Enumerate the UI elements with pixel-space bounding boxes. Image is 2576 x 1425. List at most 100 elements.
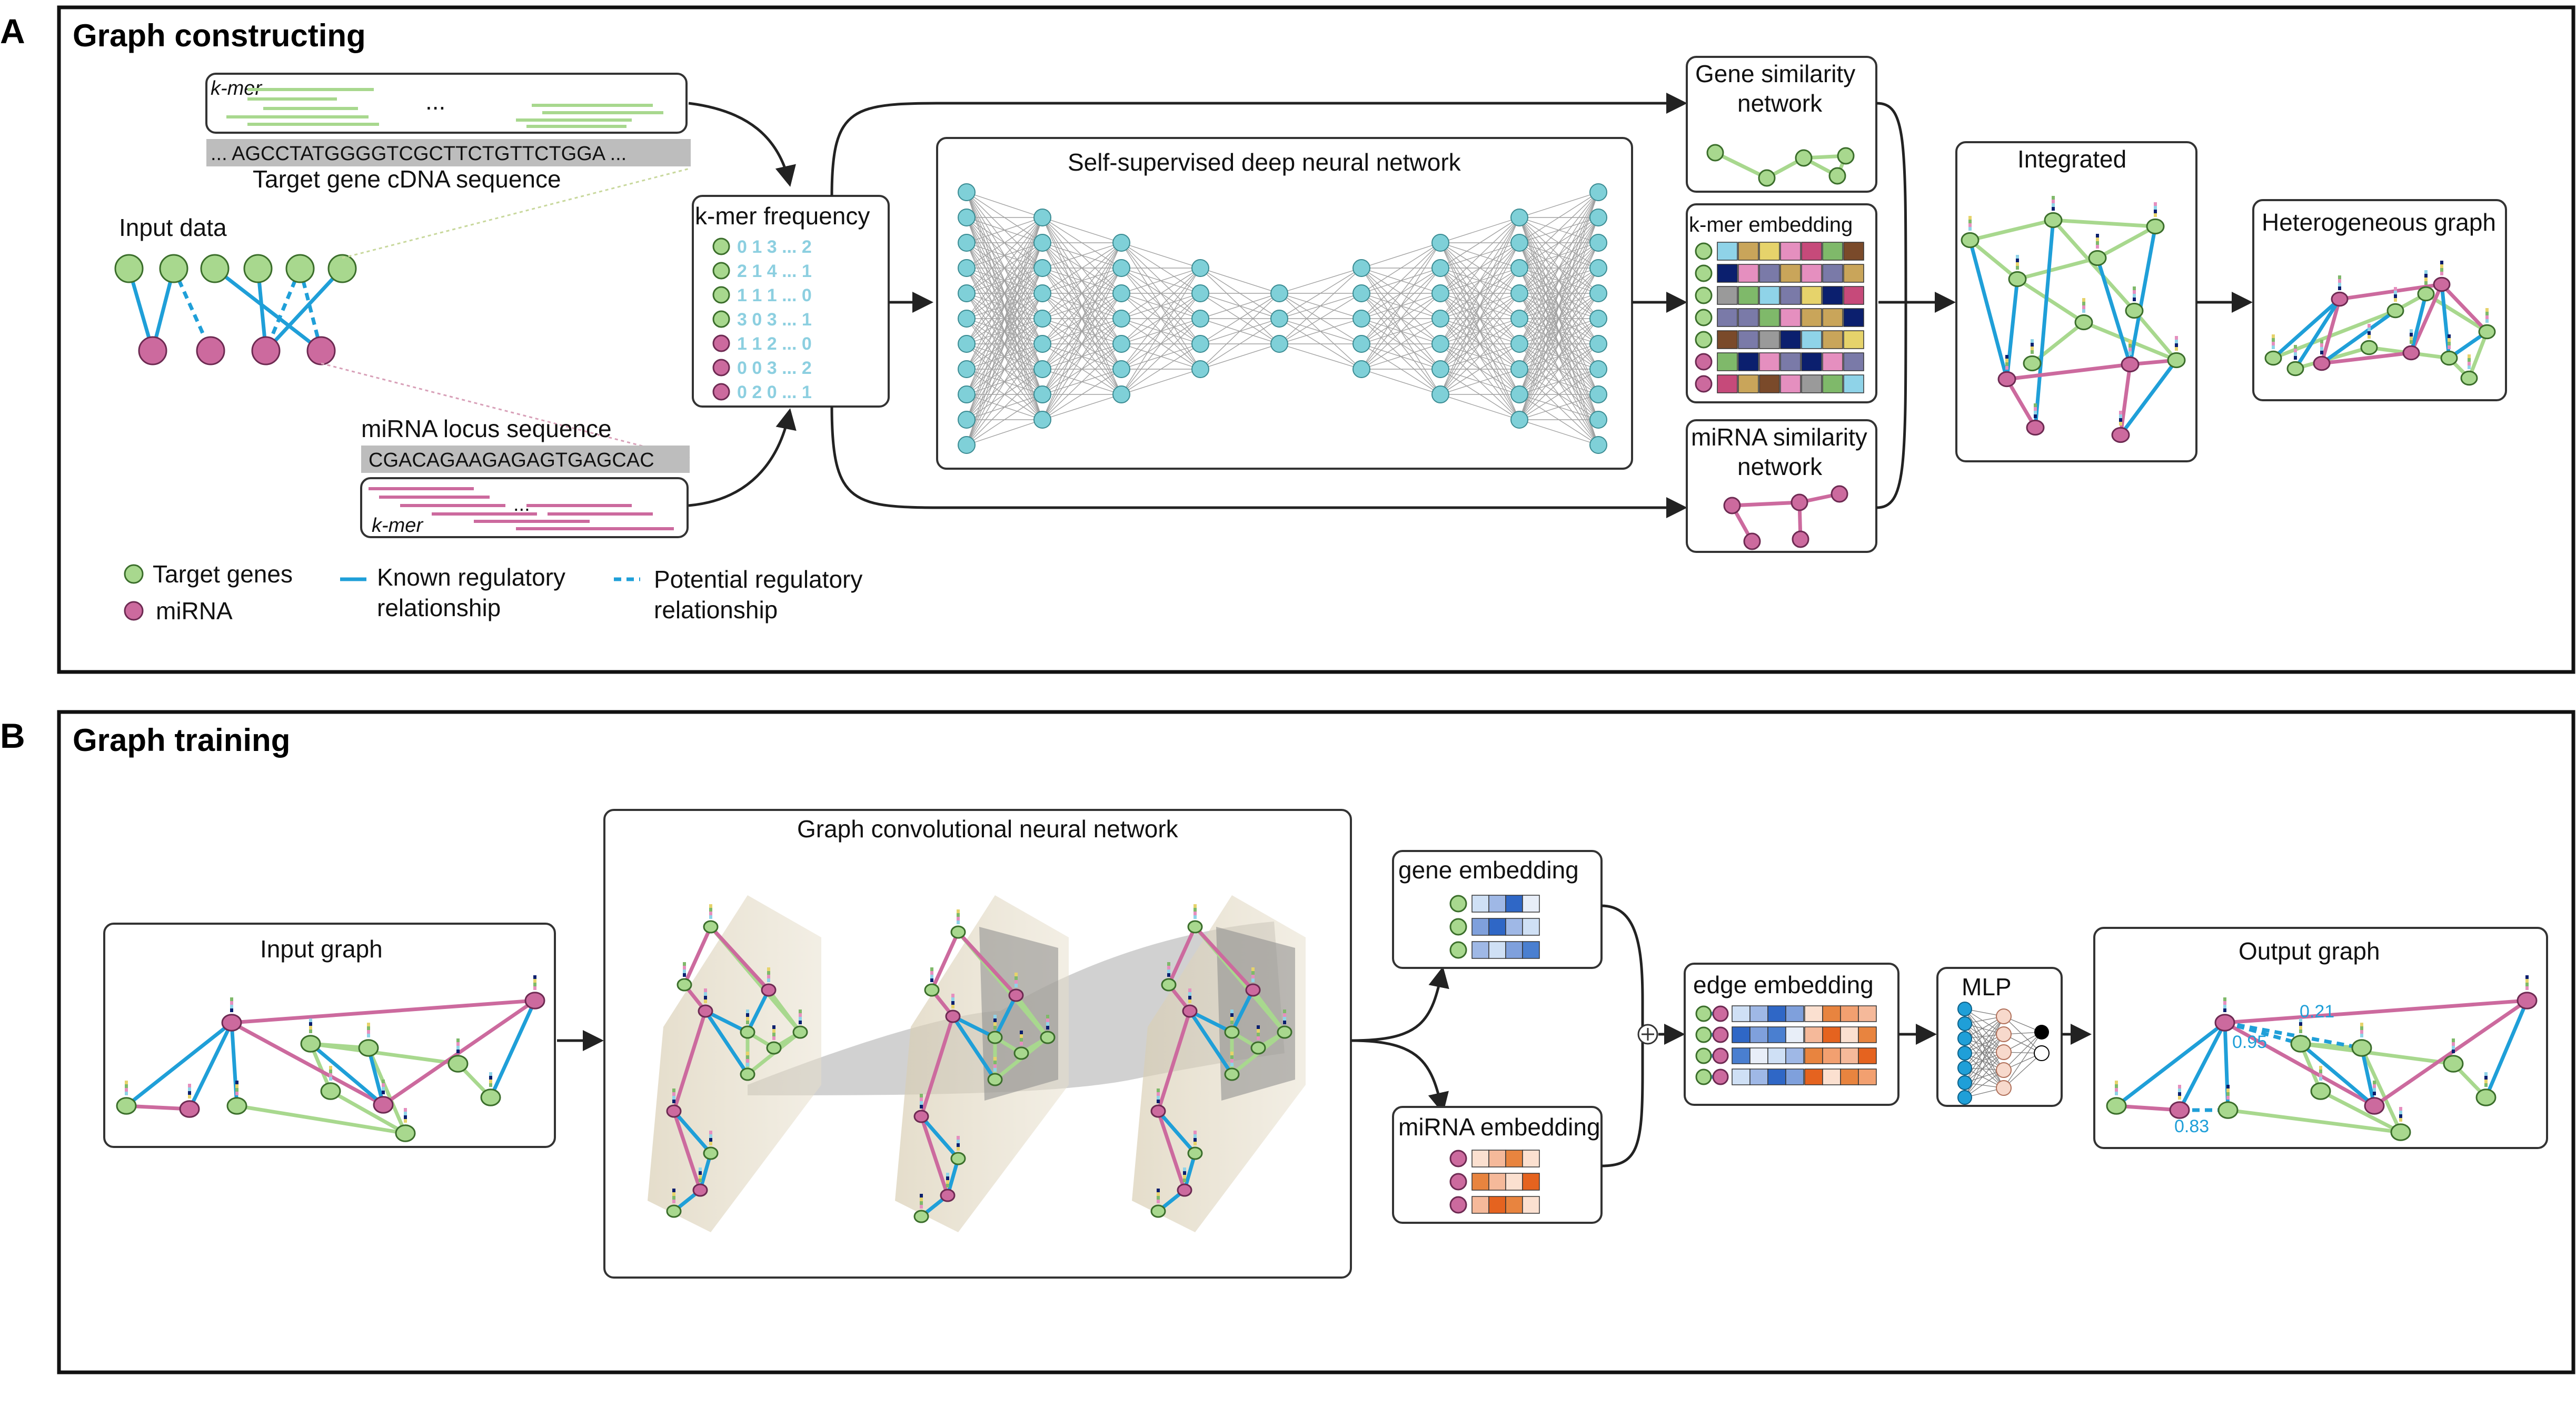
arrow-to-mirna-embedding	[1350, 1039, 1449, 1114]
gene-node	[116, 1097, 137, 1115]
node-feature-bar	[2175, 347, 2178, 351]
node-feature-bar	[1251, 978, 1255, 982]
dnn-neuron	[1589, 385, 1607, 403]
node-feature-bar	[2272, 338, 2275, 342]
node-feature-bar	[957, 1140, 960, 1143]
node-feature-bar	[920, 1097, 923, 1101]
regulatory-edge	[489, 1000, 537, 1099]
freq-row-values: 2 1 4 ... 1	[737, 261, 812, 281]
node-feature-bar	[2034, 414, 2037, 418]
node-feature-bar	[1157, 1189, 1160, 1192]
node-feature-bar	[1968, 227, 1972, 231]
node-feature-bar	[2399, 1107, 2402, 1111]
gene-node	[2386, 303, 2404, 319]
legend-target-genes: Target genes	[153, 560, 293, 588]
regulatory-edge	[951, 1015, 997, 1081]
gene-node	[2074, 314, 2093, 331]
kmer-emb-cell	[1822, 330, 1843, 349]
dnn-title: Self-supervised deep neural network	[1068, 149, 1461, 176]
edge-emb-cell	[1767, 1047, 1786, 1064]
kmer-emb-cell	[1801, 352, 1822, 371]
kmer-emb-cell	[1843, 308, 1864, 327]
node-feature-bar	[2096, 241, 2099, 245]
mirna-sequence: CGACAGAAGAGAGTGAGCAC	[369, 449, 654, 471]
kmer-emb-node	[1695, 286, 1713, 304]
mirna-edge	[682, 926, 713, 986]
node-feature-bar	[1157, 1196, 1160, 1200]
kmer-emb-cell	[1801, 286, 1822, 305]
node-feature-bar	[683, 966, 686, 969]
node-feature-bar	[2115, 1088, 2118, 1092]
node-feature-bar	[1167, 973, 1170, 977]
mirna-edge	[2224, 998, 2528, 1025]
node-feature-bar	[125, 1088, 128, 1092]
node-feature-bar	[772, 1033, 775, 1036]
node-feature-bar	[2424, 281, 2428, 285]
edge-embedding-box: edge embedding	[1684, 963, 1899, 1106]
mlp-output-neuron	[2034, 1025, 2049, 1040]
regulatory-edge	[1230, 989, 1255, 1033]
mlp-input-neuron	[1957, 1075, 1972, 1090]
node-feature-bar	[2368, 328, 2371, 331]
kmer-emb-node	[1695, 331, 1713, 349]
node-feature-bar	[404, 1115, 407, 1119]
mirna-node	[1182, 1004, 1198, 1018]
node-feature-bar	[1193, 904, 1197, 908]
edge-emb-cell	[1749, 1047, 1768, 1064]
node-feature-bar	[1020, 1038, 1023, 1042]
mirna-node	[2214, 1014, 2235, 1032]
node-feature-bar	[2299, 1018, 2302, 1022]
gene-edge	[2227, 1108, 2401, 1134]
node-feature-bar	[1251, 967, 1255, 971]
node-feature-bar	[2338, 275, 2341, 279]
node-feature-bar	[946, 1180, 949, 1184]
kmer-emb-cell	[1717, 374, 1738, 393]
node-feature-bar	[683, 973, 686, 977]
node-feature-bar	[2175, 343, 2178, 347]
node-feature-bar	[2410, 340, 2413, 344]
node-feature-bar	[1188, 988, 1191, 992]
mirna-node	[940, 1189, 956, 1202]
kmer-emb-cell	[1738, 330, 1759, 349]
mirna-node	[1008, 988, 1024, 1002]
edge-emb-cell	[1858, 1068, 1877, 1085]
mirna-emb-node	[1449, 1173, 1467, 1191]
dnn-neuron	[1510, 360, 1528, 378]
node-feature-bar	[1193, 915, 1197, 919]
node-feature-bar	[709, 1131, 712, 1134]
kmer-emb-cell	[1822, 308, 1843, 327]
dnn-box: Self-supervised deep neural network	[936, 137, 1633, 470]
node-feature-bar	[2394, 294, 2397, 298]
kmer-emb-cell	[1780, 352, 1801, 371]
gene-node	[2146, 218, 2165, 235]
dnn-neuron	[1589, 234, 1607, 252]
kmer-emb-cell	[1738, 264, 1759, 283]
mlp-output-neuron	[2034, 1045, 2050, 1061]
node-feature-bar	[2115, 1092, 2118, 1095]
dnn-neuron	[1112, 234, 1130, 252]
mirna-node	[2026, 419, 2045, 436]
node-feature-bar	[2031, 347, 2034, 350]
dnn-neuron	[1191, 284, 1209, 302]
gcn-layer	[895, 895, 1069, 1232]
heterogeneous-label: Heterogeneous graph	[2262, 209, 2496, 236]
gene-emb-node	[1449, 895, 1467, 913]
mirna-node	[2402, 345, 2420, 361]
gene-node	[2023, 355, 2042, 372]
kmer-emb-cell	[1759, 308, 1780, 327]
node-feature-bar	[1020, 1042, 1023, 1045]
node-feature-bar	[2272, 334, 2275, 338]
node-feature-bar	[2294, 352, 2297, 356]
node-feature-bar	[456, 1042, 460, 1046]
mlp-input-neuron	[1957, 1046, 1972, 1061]
node-feature-bar	[2525, 986, 2529, 990]
gene-node	[2290, 1035, 2311, 1053]
kmer-emb-node	[1695, 242, 1713, 260]
legend-mirna: miRNA	[156, 597, 233, 625]
node-feature-bar	[1167, 969, 1170, 973]
node-feature-bar	[920, 1094, 923, 1097]
node-feature-bar	[2133, 290, 2136, 294]
node-feature-bar	[367, 1030, 370, 1034]
node-feature-bar	[946, 1176, 949, 1180]
node-feature-bar	[746, 1052, 749, 1055]
